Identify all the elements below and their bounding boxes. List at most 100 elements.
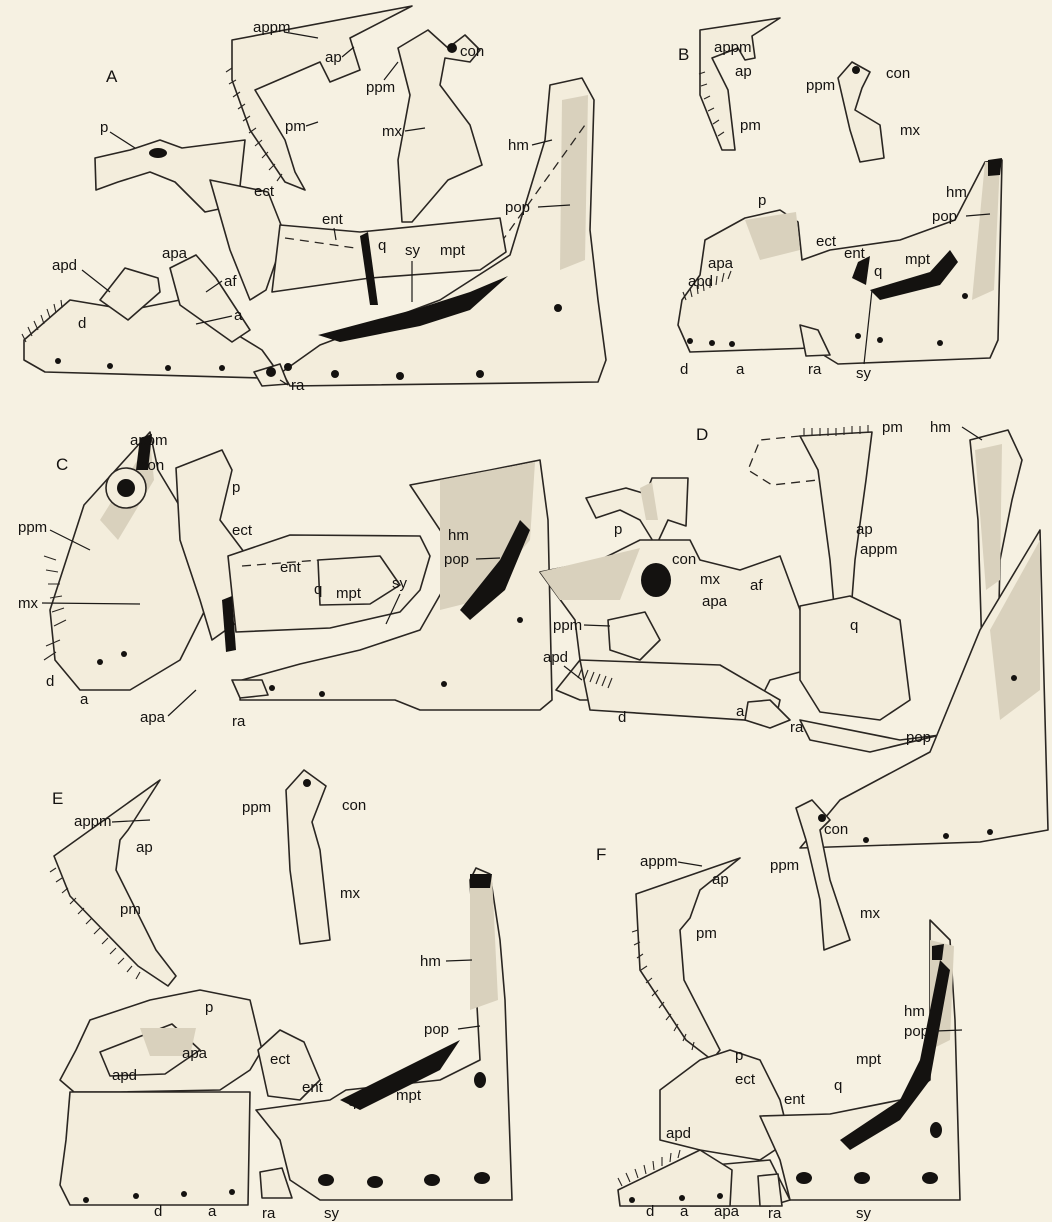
label-apd-f: apd — [666, 1125, 691, 1142]
label-pm-e: pm — [120, 901, 141, 918]
label-af-d: af — [750, 577, 763, 594]
label-mpt: mpt — [440, 242, 466, 259]
label-sy-b: sy — [856, 365, 872, 382]
label-mpt-e: mpt — [396, 1087, 422, 1104]
label-ra-f: ra — [768, 1205, 782, 1222]
label-appm-c: appm — [130, 432, 168, 449]
label-p-c: p — [232, 479, 240, 496]
label-d-d: d — [618, 709, 626, 726]
label-ppm-f: ppm — [770, 857, 799, 874]
label-ect-f: ect — [735, 1071, 756, 1088]
label-ap-b: ap — [735, 63, 752, 80]
panel-letter-c: C — [56, 455, 68, 474]
label-pop: pop — [505, 199, 530, 216]
panel-d: D pm hm p ap appm con mx apa af q ppm ap… — [540, 419, 1048, 849]
label-apa-e: apa — [182, 1045, 208, 1062]
label-ent-f: ent — [784, 1091, 806, 1108]
label-ent-e: ent — [302, 1079, 324, 1096]
label-d: d — [78, 315, 86, 332]
label-a-b: a — [736, 361, 745, 378]
label-ap-e: ap — [136, 839, 153, 856]
label-ra: ra — [291, 377, 305, 394]
panel-b: B appm ap pm ppm con mx p ect hm pop apa… — [678, 18, 1002, 382]
label-a: a — [234, 307, 243, 324]
label-ppm-b: ppm — [806, 77, 835, 94]
label-pop-e: pop — [424, 1021, 449, 1038]
label-apd-b: apd — [688, 273, 713, 290]
label-ra-d: ra — [790, 719, 804, 736]
label-p-b: p — [758, 192, 766, 209]
label-sy-c: sy — [392, 575, 408, 592]
label-q-c: q — [314, 581, 322, 598]
label-appm-e: appm — [74, 813, 112, 830]
label-ra-c: ra — [232, 713, 246, 730]
label-pop-c: pop — [444, 551, 469, 568]
label-sy: sy — [405, 242, 421, 259]
label-ap-d: ap — [856, 521, 873, 538]
label-q-f: q — [834, 1077, 842, 1094]
label-af: af — [224, 273, 237, 290]
label-a-e: a — [208, 1203, 217, 1220]
label-mx-f: mx — [860, 905, 880, 922]
panel-letter-f: F — [596, 845, 606, 864]
label-hm-f: hm — [904, 1003, 925, 1020]
label-d-c: d — [46, 673, 54, 690]
label-ppm-d: ppm — [553, 617, 582, 634]
label-mpt-f: mpt — [856, 1051, 882, 1068]
label-sy-f: sy — [856, 1205, 872, 1222]
label-mpt-c: mpt — [336, 585, 362, 602]
label-con-c: con — [140, 457, 164, 474]
label-q-d: q — [850, 617, 858, 634]
label-ra-e: ra — [262, 1205, 276, 1222]
label-apa-c: apa — [140, 709, 166, 726]
label-con-b: con — [886, 65, 910, 82]
panel-letter-b: B — [678, 45, 689, 64]
label-hm-d: hm — [930, 419, 951, 436]
label-con-f: con — [824, 821, 848, 838]
panel-letter-d: D — [696, 425, 708, 444]
label-mx-d: mx — [700, 571, 720, 588]
label-apa-d: apa — [702, 593, 728, 610]
label-con-e: con — [342, 797, 366, 814]
label-hm-b: hm — [946, 184, 967, 201]
panel-f: F appm con ap ppm pm mx hm pop p ect mpt… — [596, 800, 962, 1222]
label-pop-d: pop — [906, 729, 931, 746]
label-appm-b: appm — [714, 39, 752, 56]
label-ent-c: ent — [280, 559, 302, 576]
label-mpt-b: mpt — [905, 251, 931, 268]
label-apd: apd — [52, 257, 77, 274]
label-sy-e: sy — [324, 1205, 340, 1222]
label-ect-b: ect — [816, 233, 837, 250]
label-ap: ap — [325, 49, 342, 66]
label-hm-c: hm — [448, 527, 469, 544]
label-hm: hm — [508, 137, 529, 154]
label-a-d: a — [736, 703, 745, 720]
label-p: p — [100, 119, 108, 136]
label-p-e: p — [205, 999, 213, 1016]
label-pm-f: pm — [696, 925, 717, 942]
label-ppm: ppm — [366, 79, 395, 96]
label-pop-f: pop — [904, 1023, 929, 1040]
label-mx-e: mx — [340, 885, 360, 902]
panel-letter-a: A — [106, 67, 118, 86]
label-p-d: p — [614, 521, 622, 538]
label-ppm-c: ppm — [18, 519, 47, 536]
panel-c: C appm con p ppm mx ect ent q mpt sy hm … — [18, 432, 552, 730]
label-pm-b: pm — [740, 117, 761, 134]
label-pop-b: pop — [932, 208, 957, 225]
label-pm-d: pm — [882, 419, 903, 436]
label-apd-d: apd — [543, 649, 568, 666]
label-con-d: con — [672, 551, 696, 568]
panel-letter-e: E — [52, 789, 63, 808]
label-a-f: a — [680, 1203, 689, 1220]
label-ra-b: ra — [808, 361, 822, 378]
label-mx-b: mx — [900, 122, 920, 139]
label-apa-b: apa — [708, 255, 734, 272]
label-con: con — [460, 43, 484, 60]
label-q-e: q — [348, 1093, 356, 1110]
label-q-b: q — [874, 263, 882, 280]
label-mx-c: mx — [18, 595, 38, 612]
label-ect-e: ect — [270, 1051, 291, 1068]
panel-e: E appm ap pm ppm con mx hm pop p ect ent… — [50, 770, 512, 1222]
